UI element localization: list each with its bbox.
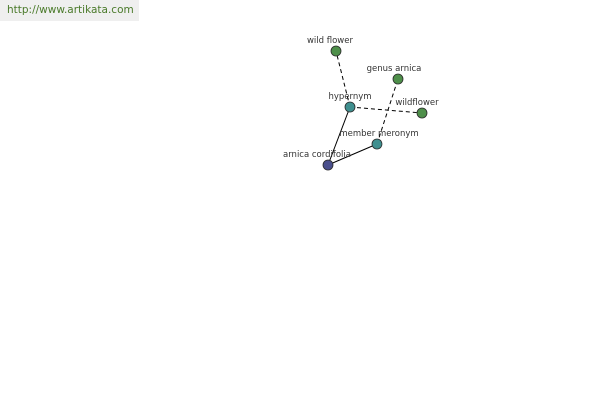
node-arnica-cordifolia[interactable] [322, 159, 334, 171]
edge-arnica-cordifolia-to-hypernym [327, 106, 351, 166]
node-member-meronym[interactable] [371, 138, 383, 150]
edge-hypernym-to-wildflower [349, 106, 423, 114]
edge-member-meronym-to-genus-arnica [376, 78, 399, 145]
edge-hypernym-to-wild-flower [335, 50, 351, 108]
label-arnica-cordifolia[interactable]: arnica cordifolia [283, 150, 351, 160]
label-genus-arnica[interactable]: genus arnica [367, 64, 422, 74]
nodes-layer [322, 45, 428, 171]
label-wild-flower[interactable]: wild flower [307, 36, 354, 46]
edge-arnica-cordifolia-to-member-meronym [327, 143, 378, 166]
edges-layer [327, 50, 423, 166]
label-hypernym[interactable]: hypernym [328, 92, 371, 102]
label-member-meronym[interactable]: member meronym [339, 129, 418, 139]
node-wild-flower[interactable] [330, 45, 342, 57]
node-wildflower[interactable] [416, 107, 428, 119]
labels-layer: arnica cordifolia hypernym member meronym w… [283, 36, 439, 160]
label-wildflower[interactable]: wildflower [395, 98, 439, 108]
node-hypernym[interactable] [344, 101, 356, 113]
node-genus-arnica[interactable] [392, 73, 404, 85]
site-url-link[interactable]: http://www.artikata.com [0, 0, 139, 21]
